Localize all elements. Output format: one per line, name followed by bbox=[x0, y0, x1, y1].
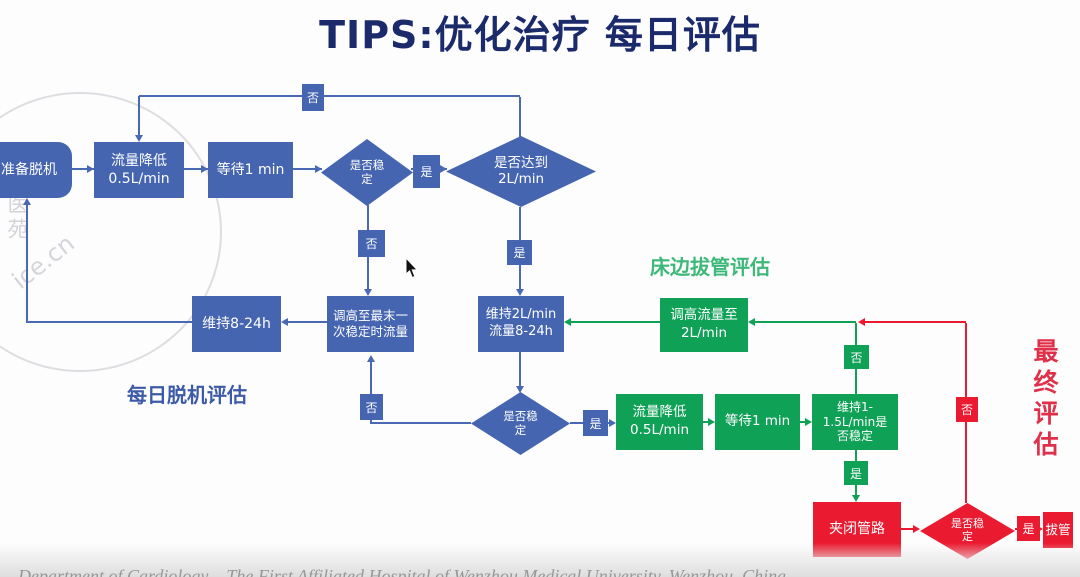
label-yes-maintain15: 是 bbox=[844, 461, 868, 485]
node-raise-to-last-stable-flow: 调高至最末一 次稳定时流量 bbox=[327, 296, 414, 352]
node-extubate: 拔管 bbox=[1043, 512, 1073, 548]
label-no-top-loop: 否 bbox=[302, 84, 324, 111]
arrow-left bbox=[858, 318, 865, 326]
connector bbox=[519, 352, 521, 387]
label-yes-stable1: 是 bbox=[413, 155, 440, 188]
arrow-right bbox=[440, 165, 447, 173]
connector bbox=[184, 168, 208, 170]
connector bbox=[566, 321, 660, 323]
label-yes-stable2: 是 bbox=[583, 410, 608, 436]
node-reduce-flow: 流量降低 0.5L/min bbox=[94, 142, 184, 198]
slide-title: TIPS:优化治疗 每日评估 bbox=[319, 13, 761, 57]
label-no-stable2: 否 bbox=[360, 394, 383, 420]
node-maintain-8-24h: 维持8-24h bbox=[192, 296, 281, 352]
connector bbox=[283, 321, 327, 323]
connector bbox=[138, 96, 140, 136]
decision-reach-2l: 是否达到 2L/min bbox=[446, 136, 596, 207]
connector bbox=[519, 97, 521, 138]
arrow-right bbox=[609, 419, 616, 427]
arrow-down bbox=[364, 289, 372, 296]
heading-final-evaluation: 最终评估 bbox=[1030, 338, 1059, 462]
connector bbox=[370, 357, 372, 424]
arrow-right bbox=[315, 165, 322, 173]
node-maintain-2l-8-24h: 维持2L/min 流量8-24h bbox=[478, 296, 564, 352]
node-reduce-flow-green: 流量降低 0.5L/min bbox=[616, 394, 703, 450]
bottom-gradient-band bbox=[0, 543, 1080, 577]
arrow-right bbox=[805, 418, 812, 426]
connector bbox=[27, 321, 192, 323]
label-no-stable3: 否 bbox=[956, 397, 978, 422]
arrow-left bbox=[564, 318, 571, 326]
label-yes-stable3: 是 bbox=[1017, 516, 1040, 541]
arrow-down bbox=[516, 289, 524, 296]
connector bbox=[755, 321, 856, 323]
node-prepare-weaning: 准备脱机 bbox=[0, 142, 72, 198]
connector bbox=[703, 421, 709, 423]
arrow-right bbox=[87, 165, 94, 173]
arrow-down bbox=[852, 495, 860, 502]
node-wait-1min: 等待1 min bbox=[208, 142, 293, 198]
arrow-down bbox=[516, 386, 524, 393]
arrow-up bbox=[367, 355, 375, 362]
label-no-maintain15: 否 bbox=[844, 345, 869, 369]
watermark-circle bbox=[0, 92, 222, 372]
arrow-right bbox=[708, 418, 715, 426]
connector bbox=[26, 200, 28, 323]
connector bbox=[901, 528, 914, 530]
arrow-right bbox=[913, 525, 920, 533]
node-raise-flow-to-2l: 调高流量至 2L/min bbox=[660, 298, 748, 352]
arrow-left bbox=[748, 318, 755, 326]
mouse-cursor-icon bbox=[405, 258, 419, 279]
arrow-right bbox=[201, 165, 208, 173]
connector bbox=[371, 422, 471, 424]
label-yes-reach2l: 是 bbox=[507, 240, 532, 265]
node-wait-1min-green: 等待1 min bbox=[715, 394, 800, 450]
arrow-left bbox=[281, 318, 288, 326]
decision-stable-1: 是否稳 定 bbox=[321, 139, 413, 206]
heading-bedside-extubation: 床边拔管评估 bbox=[650, 255, 770, 279]
label-no-stable1: 否 bbox=[358, 230, 385, 257]
decision-stable-2: 是否稳 定 bbox=[471, 392, 570, 455]
connector bbox=[800, 421, 806, 423]
connector bbox=[139, 95, 520, 97]
connector bbox=[293, 168, 322, 170]
credit-caption: Department of Cardiology，The First Affil… bbox=[18, 566, 787, 577]
arrow-down bbox=[135, 135, 143, 142]
decision-maintain-1-1-5l: 维持1- 1.5L/min是 否稳定 bbox=[812, 394, 898, 450]
connector bbox=[72, 168, 94, 170]
arrow-up bbox=[23, 198, 31, 205]
heading-daily-weaning: 每日脱机评估 bbox=[127, 383, 247, 407]
connector bbox=[865, 321, 966, 323]
